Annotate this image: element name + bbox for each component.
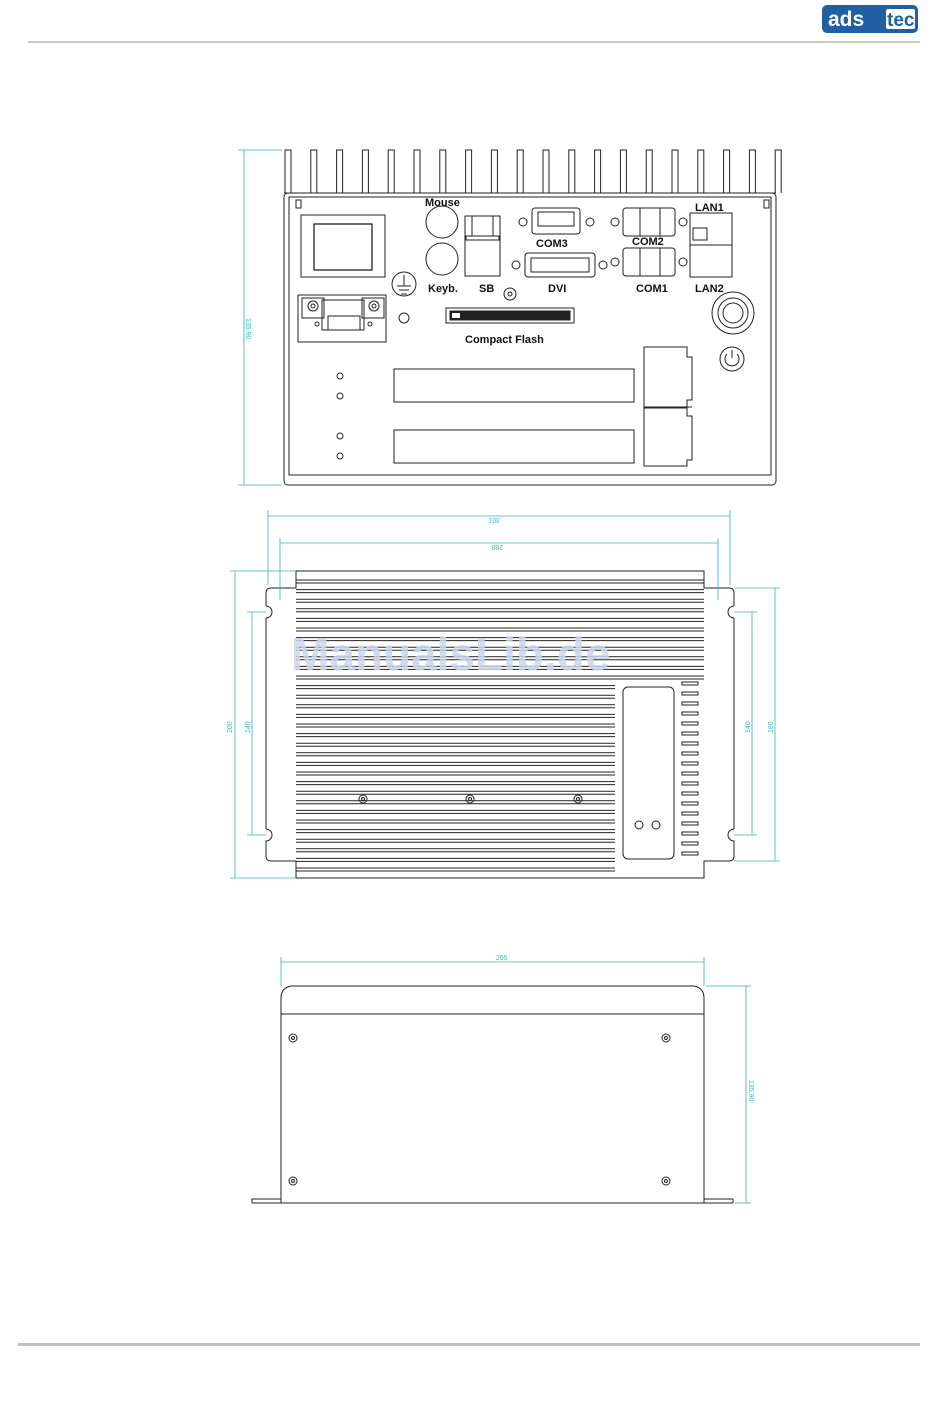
status-display bbox=[314, 224, 372, 270]
heatsink-fin bbox=[646, 150, 652, 193]
vent-slot bbox=[682, 742, 698, 745]
vent-slot bbox=[682, 852, 698, 855]
heatsink-fin bbox=[388, 150, 394, 193]
heatsink-fin bbox=[466, 150, 472, 193]
vent-slot bbox=[682, 712, 698, 715]
vent-slot bbox=[682, 842, 698, 845]
side-view-outline bbox=[281, 986, 704, 1203]
dim-right-outer: 180 bbox=[768, 721, 775, 733]
expansion-slot-1 bbox=[394, 369, 634, 402]
side-view bbox=[252, 986, 733, 1203]
heatsink-fin bbox=[440, 150, 446, 193]
label-lan2: LAN2 bbox=[695, 283, 724, 295]
dim-front-height: 135.90 bbox=[244, 318, 251, 340]
heatsink-fin bbox=[285, 150, 291, 193]
vent-slot bbox=[682, 812, 698, 815]
label-mouse: Mouse bbox=[425, 197, 460, 209]
vent-slot bbox=[682, 732, 698, 735]
heatsink-fin bbox=[724, 150, 730, 193]
vent-slot bbox=[682, 792, 698, 795]
label-com1: COM1 bbox=[636, 283, 668, 295]
heatsink-fin bbox=[620, 150, 626, 193]
com1-port bbox=[623, 248, 675, 276]
top-vents bbox=[682, 682, 698, 855]
heatsink-fin bbox=[414, 150, 420, 193]
dim-left-outer: 200 bbox=[227, 721, 234, 733]
heatsink-fin bbox=[311, 150, 317, 193]
front-view bbox=[284, 150, 781, 485]
top-access-cover bbox=[623, 687, 674, 859]
heatsink-fin bbox=[595, 150, 601, 193]
vent-slot bbox=[682, 782, 698, 785]
side-dimensions bbox=[281, 957, 751, 1203]
heatsink-fin bbox=[672, 150, 678, 193]
label-sb: SB bbox=[479, 283, 494, 295]
vent-slot bbox=[682, 682, 698, 685]
heatsink-fins bbox=[284, 150, 781, 193]
dim-right-inner: 140 bbox=[745, 721, 752, 733]
vent-slot bbox=[682, 702, 698, 705]
heatsink-fin bbox=[543, 150, 549, 193]
heatsink-fin bbox=[362, 150, 368, 193]
vent-slot bbox=[682, 802, 698, 805]
top-view bbox=[266, 571, 734, 878]
sb-port bbox=[465, 216, 500, 276]
drive-bay-1 bbox=[644, 347, 692, 407]
label-compact-flash: Compact Flash bbox=[465, 334, 544, 346]
dim-inner-width: 288 bbox=[491, 543, 503, 550]
expansion-slot-2 bbox=[394, 430, 634, 463]
heatsink-fin bbox=[775, 150, 781, 193]
vent-slot bbox=[682, 722, 698, 725]
mouse-port bbox=[426, 206, 458, 238]
heatsink-fin bbox=[569, 150, 575, 193]
drive-bay-2 bbox=[644, 408, 692, 466]
vent-slot bbox=[682, 832, 698, 835]
label-com3: COM3 bbox=[536, 238, 568, 250]
footer-rule bbox=[18, 1343, 920, 1346]
vent-slot bbox=[682, 822, 698, 825]
dim-side-height: 135.90 bbox=[747, 1080, 754, 1102]
watermark: ManualsLib.de bbox=[291, 628, 610, 680]
label-lan1: LAN1 bbox=[695, 202, 724, 214]
label-keyb: Keyb. bbox=[428, 283, 458, 295]
heatsink-fin bbox=[337, 150, 343, 193]
vent-slot bbox=[682, 762, 698, 765]
label-com2: COM2 bbox=[632, 236, 664, 248]
dim-outer-width: 301 bbox=[488, 516, 500, 523]
dim-left-inner: 140 bbox=[245, 721, 252, 733]
vent-slot bbox=[682, 692, 698, 695]
com2-port bbox=[623, 208, 675, 236]
label-dvi: DVI bbox=[548, 283, 566, 295]
heatsink-fin bbox=[491, 150, 497, 193]
heatsink-fin bbox=[517, 150, 523, 193]
heatsink-fin bbox=[749, 150, 755, 193]
heatsink-fin bbox=[698, 150, 704, 193]
dvi-port bbox=[525, 253, 595, 277]
vent-slot bbox=[682, 772, 698, 775]
keyboard-port bbox=[426, 243, 458, 275]
dim-side-width: 265 bbox=[496, 955, 508, 962]
vent-slot bbox=[682, 752, 698, 755]
